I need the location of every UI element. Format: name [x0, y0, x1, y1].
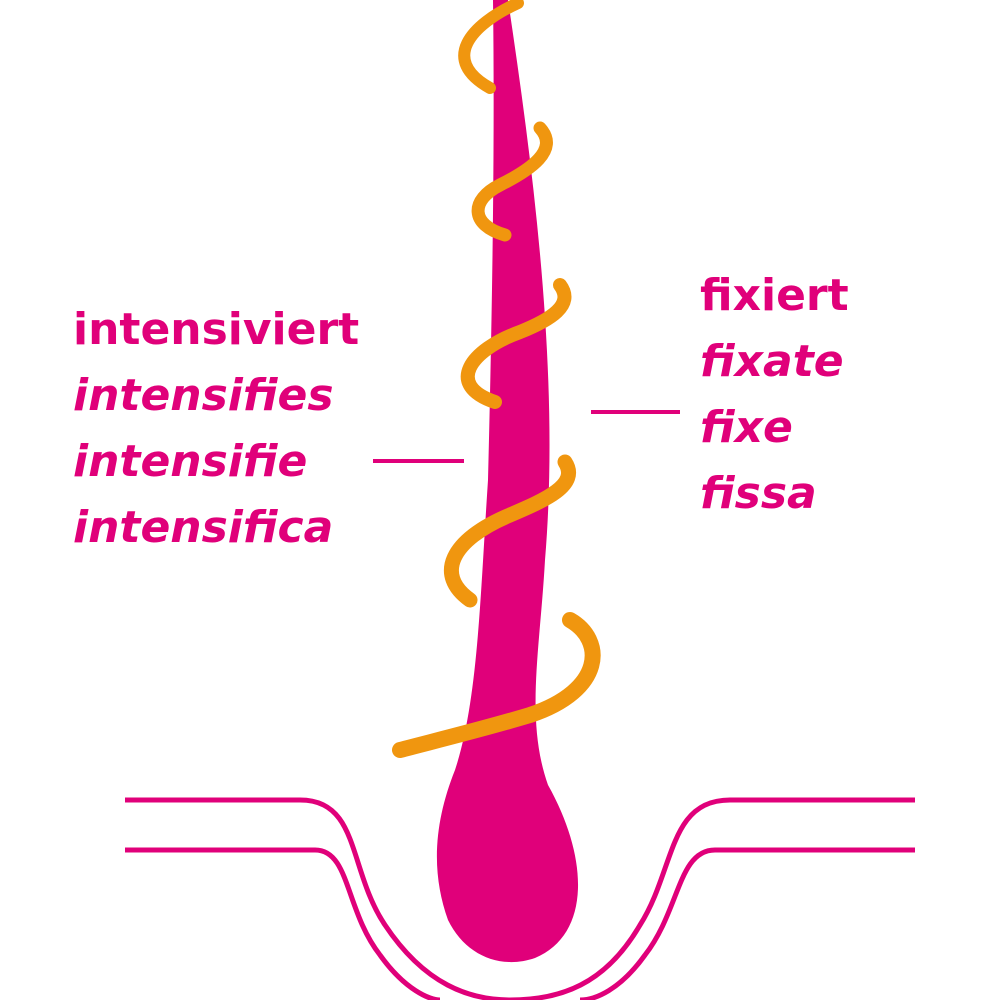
- right-label-translation-fr: fixe: [700, 402, 793, 453]
- left-label-primary: intensiviert: [73, 304, 360, 355]
- right-label-group: fixiert fixate fixe fissa: [700, 263, 849, 527]
- spiral: [392, 0, 601, 758]
- skin-line-inner: [125, 847, 915, 1000]
- spiral-segment-5: [392, 612, 601, 758]
- right-label-translation-en: fixate: [700, 336, 844, 387]
- right-label-translation-it: fissa: [700, 468, 817, 519]
- spiral-segment-1: [458, 0, 524, 94]
- spiral-segment-4: [444, 454, 576, 608]
- spiral-segment-3: [460, 278, 572, 409]
- skin-line-outer: [125, 797, 915, 1000]
- left-label-translation-it: intensifica: [73, 502, 334, 553]
- left-label-translation-fr: intensifie: [73, 436, 308, 487]
- left-label-translation-en: intensifies: [73, 370, 334, 421]
- hair-shaft: [436, 0, 579, 963]
- right-label-primary: fixiert: [700, 270, 849, 321]
- spiral-segment-2: [471, 121, 553, 242]
- left-label-group: intensiviert intensifies intensifie inte…: [73, 297, 359, 561]
